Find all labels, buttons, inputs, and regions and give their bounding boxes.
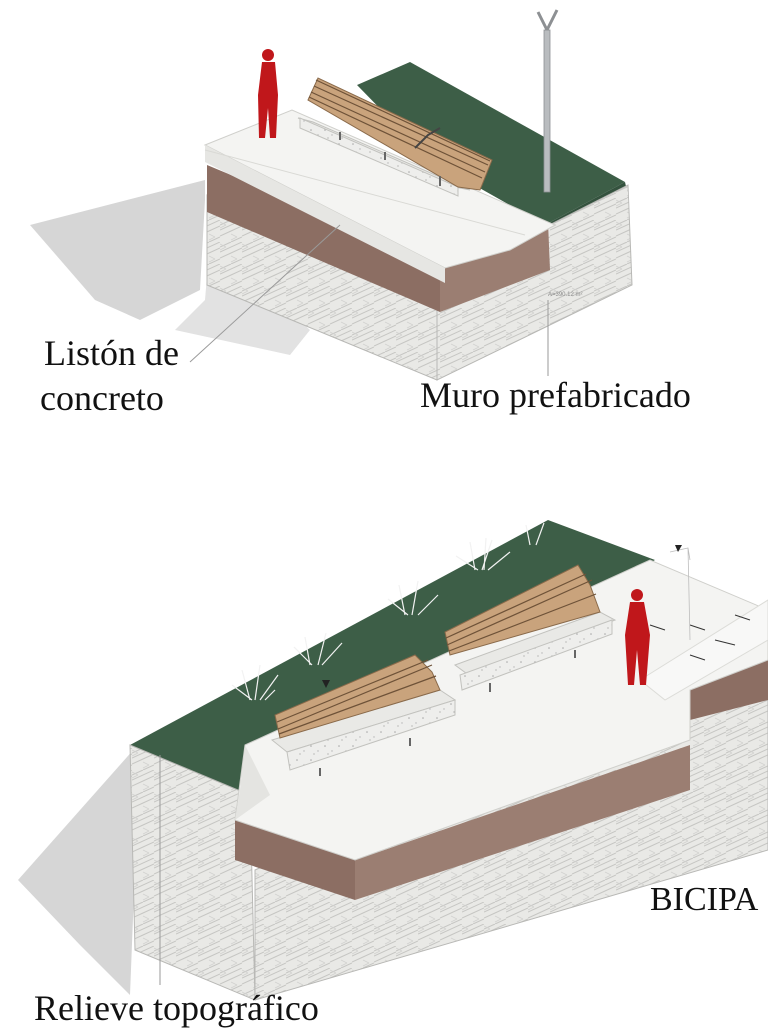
label-muro-prefabricado: Muro prefabricado — [420, 375, 691, 415]
label-liston-line2: concreto — [40, 378, 164, 418]
concrete-slab-edge — [205, 145, 445, 283]
concrete-ramp — [235, 745, 270, 820]
green-planter-bottom — [130, 520, 655, 795]
band-stone-right — [550, 192, 630, 290]
label-bicipa: BICIPA — [650, 881, 759, 918]
top-diagram: A=390.12 m² — [30, 9, 633, 381]
brown-band-left — [207, 165, 440, 312]
human-figure-bottom — [625, 589, 650, 685]
leader-liston — [189, 224, 341, 363]
ground-shadow — [30, 180, 205, 320]
bench-left — [270, 654, 457, 776]
green-planter — [357, 62, 625, 225]
pathway — [639, 599, 768, 701]
dimension-tag: A=390.12 m² — [548, 292, 583, 298]
bottom-diagram — [18, 520, 768, 1001]
lamp-pole — [536, 9, 559, 193]
shrubs — [231, 522, 545, 701]
brown-band-right — [440, 222, 550, 312]
brown-band-bottom-right — [355, 745, 690, 900]
bench-top — [297, 77, 493, 197]
bench-right — [444, 564, 617, 692]
ground-shadow-bottom — [18, 748, 138, 995]
brown-band-bottom — [235, 820, 355, 900]
human-figure — [258, 49, 278, 138]
label-liston-line1: Listón de — [44, 333, 179, 373]
label-relieve-topografico: Relieve topográfico — [34, 988, 319, 1028]
